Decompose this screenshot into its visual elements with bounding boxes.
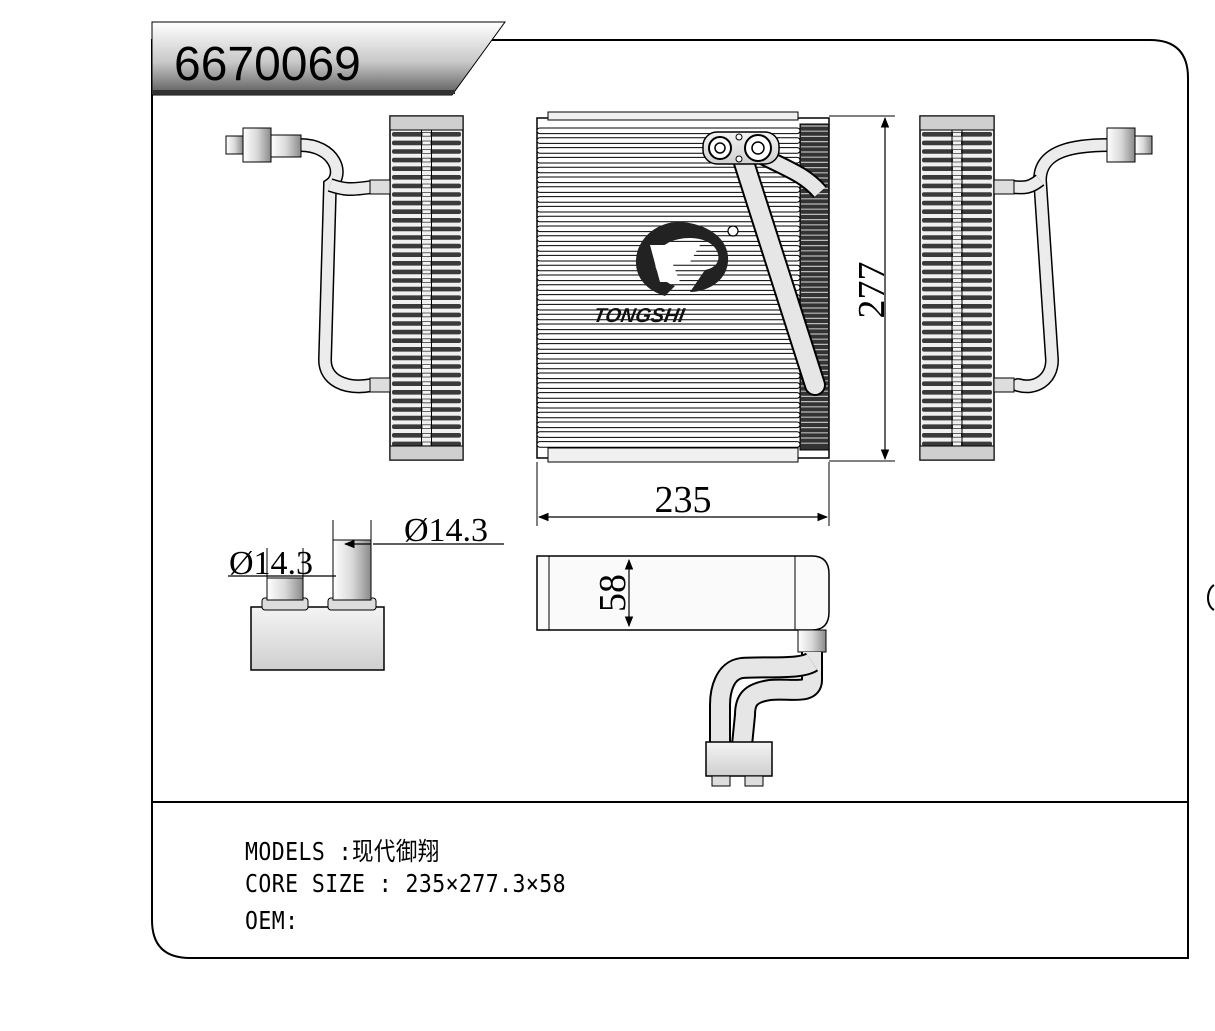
spec-core-size: CORE SIZE : 235×277.3×58 xyxy=(245,869,566,898)
dim-height-value: 277 xyxy=(851,262,893,319)
dim-inlet-diameter: Ø14.3 xyxy=(229,545,313,582)
dim-width-value: 235 xyxy=(655,479,712,521)
top-view: 58 xyxy=(536,555,830,787)
left-side-view xyxy=(225,115,464,461)
registered-mark-icon xyxy=(727,225,739,237)
header-tab xyxy=(151,21,506,96)
frame-border xyxy=(151,39,1189,959)
right-fins xyxy=(922,130,992,447)
left-fins xyxy=(392,130,461,447)
dim-outlet-diameter: Ø14.3 xyxy=(404,512,488,549)
brand-wordmark: TONGSHI xyxy=(592,305,687,327)
brand-logo: TONGSHI xyxy=(592,221,739,327)
pipe-ends-detail: Ø14.3 Ø14.3 xyxy=(228,512,504,671)
front-view xyxy=(536,111,830,463)
right-side-view xyxy=(919,115,1153,461)
spec-models: MODELS :现代御翔 xyxy=(245,837,440,866)
edge-glyph xyxy=(1207,584,1215,611)
spec-oem: OEM: xyxy=(245,906,299,935)
dim-height: 277 xyxy=(829,115,895,462)
dim-width: 235 xyxy=(536,462,830,526)
part-number: 6670069 xyxy=(174,38,361,91)
dim-depth-value: 58 xyxy=(592,574,634,612)
